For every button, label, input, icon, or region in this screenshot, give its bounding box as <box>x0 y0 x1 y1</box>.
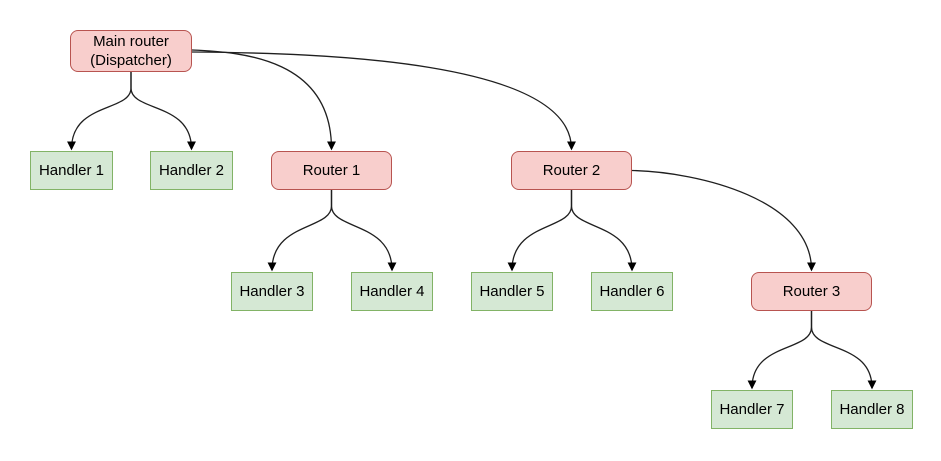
edge-main-to-router-1 <box>191 49 337 151</box>
node-router-3: Router 3 <box>751 272 872 311</box>
node-handler-5-label: Handler 5 <box>479 283 545 300</box>
edge-router-3-to-handler-7 <box>747 311 813 390</box>
node-handler-6: Handler 6 <box>591 272 673 311</box>
node-handler-1-label: Handler 1 <box>38 162 105 179</box>
node-main-router: Main router (Dispatcher) <box>70 30 192 72</box>
node-handler-4: Handler 4 <box>351 272 433 311</box>
node-router-3-label: Router 3 <box>782 283 841 300</box>
edge-router-2-to-handler-6 <box>570 190 637 272</box>
edge-main-to-router-2 <box>191 51 577 151</box>
node-main-router-label-line1: Main router <box>93 33 169 50</box>
node-router-2-label: Router 2 <box>542 162 601 179</box>
node-handler-8-label: Handler 8 <box>839 401 905 418</box>
node-router-2: Router 2 <box>511 151 632 190</box>
node-router-1: Router 1 <box>271 151 392 190</box>
edge-router-1-to-handler-3 <box>267 190 333 272</box>
node-handler-7-label: Handler 7 <box>719 401 785 418</box>
edge-router-3-to-handler-8 <box>810 311 877 390</box>
node-handler-3-label: Handler 3 <box>239 283 305 300</box>
node-handler-8: Handler 8 <box>831 390 913 429</box>
edge-main-to-handler-1 <box>66 72 132 151</box>
node-handler-6-label: Handler 6 <box>599 283 665 300</box>
edge-main-to-handler-2 <box>130 72 197 151</box>
node-handler-7: Handler 7 <box>711 390 793 429</box>
node-handler-2: Handler 2 <box>150 151 233 190</box>
node-handler-5: Handler 5 <box>471 272 553 311</box>
edge-router-2-to-router-3 <box>631 169 817 272</box>
node-handler-3: Handler 3 <box>231 272 313 311</box>
node-router-1-label: Router 1 <box>302 162 361 179</box>
node-main-router-label-line2: (Dispatcher) <box>90 52 172 69</box>
edge-router-2-to-handler-5 <box>507 190 573 272</box>
node-handler-2-label: Handler 2 <box>158 162 225 179</box>
node-handler-1: Handler 1 <box>30 151 113 190</box>
node-handler-4-label: Handler 4 <box>359 283 425 300</box>
edge-router-1-to-handler-4 <box>330 190 397 272</box>
